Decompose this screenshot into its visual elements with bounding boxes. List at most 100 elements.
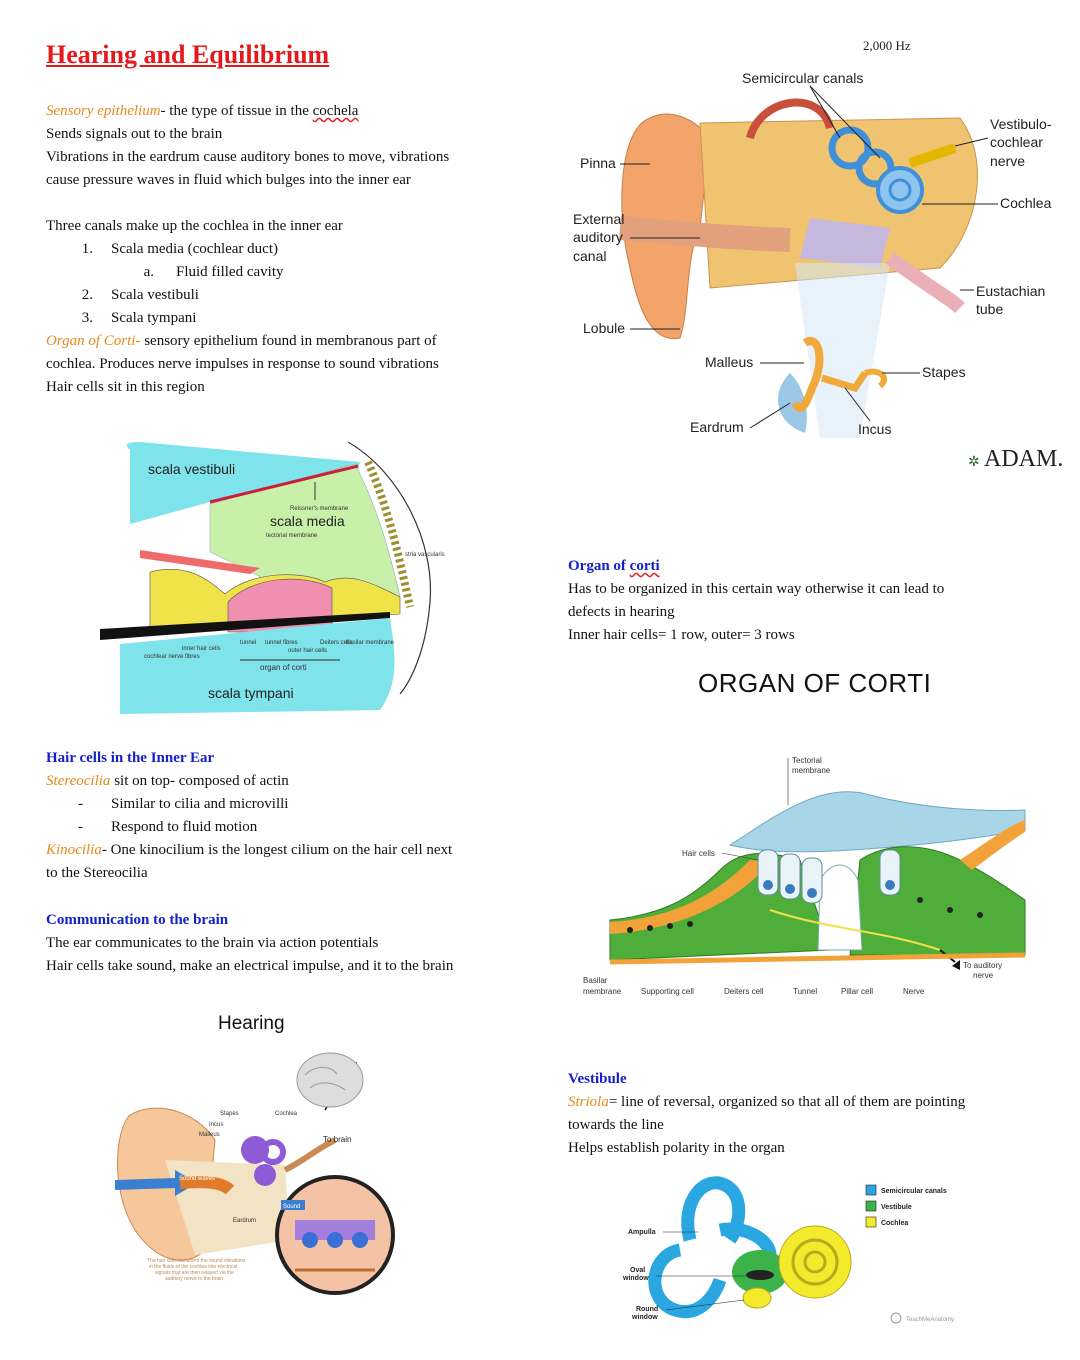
organ-line-3: Hair cells sit in this region xyxy=(46,379,205,395)
label-round-1: Round xyxy=(636,1306,658,1313)
label-external-2: auditory xyxy=(573,229,623,245)
label-sound: Sound xyxy=(283,1204,300,1210)
eustachian-tube-shape xyxy=(885,252,965,314)
sensory-def: - the type of tissue in the xyxy=(160,103,313,119)
label-basilar: basilar membrane xyxy=(346,640,395,646)
pointer-semicircular xyxy=(809,85,841,139)
label-cochlea: Cochlea xyxy=(1000,195,1052,211)
cell-dot xyxy=(647,925,653,931)
label-cochlea: Cochlea xyxy=(275,1111,298,1117)
stereocilia-line: Stereocilia sit on top- composed of acti… xyxy=(46,770,516,793)
label-cochlear-nerve: cochlear nerve fibres xyxy=(144,654,200,660)
organ-corti-line-2: defects in hearing xyxy=(568,604,675,620)
caption-line-2: in the fluids of the cochlea into electr… xyxy=(149,1264,237,1270)
label-hair-cells: Hair cells xyxy=(682,849,715,858)
vestibule-heading: Vestibule xyxy=(568,1071,627,1087)
organ-corti-heading-a: Organ of xyxy=(568,558,630,574)
legend-swatch-semicircular xyxy=(865,1184,877,1196)
label-vestibulo-3: nerve xyxy=(990,153,1025,169)
stria-band xyxy=(364,460,414,608)
sound-tag xyxy=(281,1200,305,1210)
hair-cell-nucleus xyxy=(807,888,817,898)
incus-zoom xyxy=(820,371,868,393)
label-stria: stria vascularis xyxy=(405,552,445,558)
cochlea-purple xyxy=(254,1164,276,1186)
label-eustachian-2: tube xyxy=(976,301,1003,317)
orange-lining-right xyxy=(960,820,1025,870)
adam-leaf-icon: ✲ xyxy=(968,455,980,470)
label-freq: 2,000 Hz xyxy=(863,38,911,53)
vestibule-line-2: towards the line xyxy=(568,1117,664,1133)
kinocilia-line: Kinocilia- One kinocilium is the longest… xyxy=(46,839,516,862)
hair-cell-nucleus xyxy=(352,1232,368,1248)
sensory-def-word: cochela xyxy=(312,103,359,119)
organ-line-2: cochlea. Produces nerve impulses in resp… xyxy=(46,356,439,372)
label-basilar-1: Basilar xyxy=(583,976,608,985)
outer-bone-line xyxy=(347,441,432,695)
label-pillar: Pillar cell xyxy=(841,987,873,996)
semicircular-loop-1 xyxy=(828,126,872,170)
bullet-text: Similar to cilia and microvilli xyxy=(111,796,289,812)
nerve-fibres xyxy=(769,909,941,951)
kinocilia-line-2: to the Stereocilia xyxy=(46,865,148,881)
canal-text: Scala tympani xyxy=(111,310,197,326)
vestibule-block: Vestibule Striola= line of reversal, org… xyxy=(568,1068,1048,1160)
intro-line-2: Sends signals out to the brain xyxy=(46,126,223,142)
cochlea-spiral-mid xyxy=(791,1238,839,1286)
label-to-auditory-1: To auditory xyxy=(963,961,1002,970)
legend-label-vestibule: Vestibule xyxy=(881,1204,912,1211)
label-pinna: Pinna xyxy=(580,155,616,171)
label-nerve: Nerve xyxy=(903,987,925,996)
hair-cell xyxy=(757,849,779,896)
cochlea-spiral xyxy=(876,166,924,214)
bullet-2: - Respond to fluid motion xyxy=(46,816,516,839)
sub-num: a. xyxy=(143,264,154,280)
communication-heading: Communication to the brain xyxy=(46,912,229,928)
cochlea-spiral-inner xyxy=(803,1250,827,1274)
canals-heading: Three canals make up the cochlea in the … xyxy=(46,218,343,234)
canal-num: 2. xyxy=(81,287,93,303)
communication-line-2: Hair cells take sound, make an electrica… xyxy=(46,958,454,974)
hair-cell xyxy=(879,849,901,896)
bullet-text: Respond to fluid motion xyxy=(111,819,258,835)
organ-def: sensory epithelium found in membranous p… xyxy=(140,333,437,349)
supporting-cells-right xyxy=(849,846,1026,956)
label-tunnel-fibres: tunnel fibres xyxy=(265,640,298,646)
vestibulocochlear-nerve xyxy=(908,143,957,168)
organ-corti-block: Organ of corti Has to be organized in th… xyxy=(568,555,1048,647)
cochlea-spiral-inner xyxy=(888,178,912,202)
hair-cell xyxy=(779,853,801,900)
vestibule-diagram: Ampulla Oval window Round window Semicir… xyxy=(622,1176,954,1324)
label-stapes: Stapes xyxy=(220,1111,239,1117)
label-reissners: Reissner's membrane xyxy=(290,506,349,512)
basilar-membrane-line xyxy=(100,612,390,640)
stereocilia-def: sit on top- composed of actin xyxy=(110,773,289,789)
cochlea-section-diagram: scala vestibuli scala media scala tympan… xyxy=(100,441,445,714)
canal-num: 3. xyxy=(81,310,93,326)
brain-icon xyxy=(296,1052,364,1108)
malleus-zoom xyxy=(791,337,824,412)
scala-vestibuli-region xyxy=(126,442,361,542)
cell-dot xyxy=(627,927,633,933)
organ-corti-diagram: Tectorial membrane Hair cells To auditor… xyxy=(583,756,1026,996)
hair-cell-nucleus xyxy=(327,1232,343,1248)
cell-dot xyxy=(917,897,923,903)
label-tunnel: Tunnel xyxy=(793,987,817,996)
bullet-1: -Similar to cilia and microvilli xyxy=(46,793,516,816)
label-basilar-2: membrane xyxy=(583,987,622,996)
hair-cell-nucleus xyxy=(763,880,773,890)
bullet-dash: - xyxy=(78,819,83,835)
stapes-zoom xyxy=(864,368,887,389)
hair-cell-nucleus xyxy=(885,880,895,890)
striola-def: = line of reversal, organized so that al… xyxy=(608,1094,966,1110)
cell-dot xyxy=(687,921,693,927)
label-malleus: Malleus xyxy=(199,1132,220,1138)
label-external-1: External xyxy=(573,211,624,227)
orange-lining-left xyxy=(610,860,770,934)
hair-cell-nucleus xyxy=(785,884,795,894)
hair-cells-heading: Hair cells in the Inner Ear xyxy=(46,750,215,766)
pointer-eardrum xyxy=(749,402,791,429)
pointer-round xyxy=(665,1299,745,1311)
intro-line-sensory: Sensory epithelium- the type of tissue i… xyxy=(46,100,516,123)
label-incus: Incus xyxy=(209,1122,223,1128)
